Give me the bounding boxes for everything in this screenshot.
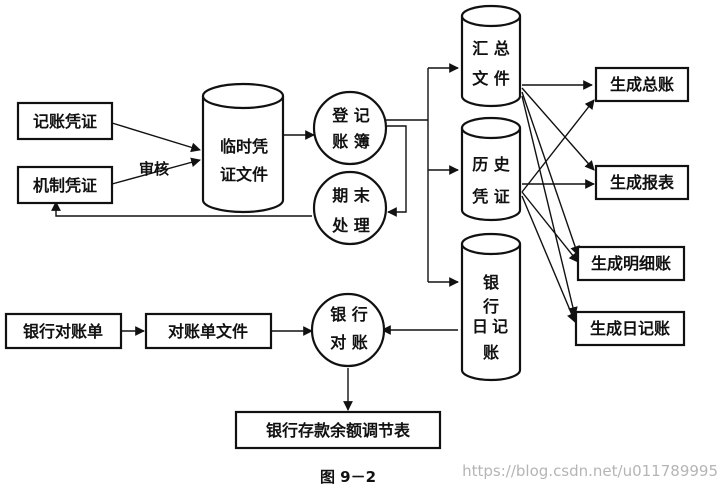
arrow-lishi-to-mingxi [521, 191, 579, 263]
label-shengcheng-rijizhang: 生成日记账 [590, 319, 670, 338]
process-yinhang-duizhang: 银 行 对 账 [310, 292, 386, 368]
label-qimo-line2: 处 理 [331, 216, 370, 235]
cylinder-linshi-pingzheng: 临时凭 证文件 [201, 82, 285, 214]
label-shenhe: 审核 [139, 160, 169, 178]
label-duizhangdan-wenjian: 对账单文件 [168, 322, 248, 341]
arrow-dengji-to-qimo [386, 125, 407, 217]
label-linshi-line1: 临时凭 [220, 137, 268, 156]
label-tiaojiebiao: 银行存款余额调节表 [266, 421, 411, 440]
label-shengcheng-zongzhang: 生成总账 [610, 75, 674, 94]
label-linshi-line2: 证文件 [220, 165, 268, 184]
box-jizhi-pingzheng: 机制凭证 [16, 165, 114, 205]
arrow-jizhi-to-linshi [111, 157, 201, 185]
cylinder-lishi-pingzheng: 历 史 凭 证 [460, 116, 522, 222]
box-shengcheng-mingxi: 生成明细账 [576, 245, 686, 282]
label-huizong-line1: 汇 总 [472, 39, 510, 58]
label-qimo-line1: 期 末 [332, 186, 371, 205]
arrow-qimo-to-jizhi [51, 201, 312, 217]
figure-caption: 图 9－2 [320, 468, 376, 486]
label-yinhangri-4: 记 [492, 317, 508, 336]
label-yinhang-duizhang-line2: 对 账 [330, 333, 368, 352]
box-jizhang-pingzheng: 记账凭证 [16, 101, 114, 141]
label-yinhang-duizhangdan: 银行对账单 [23, 322, 103, 341]
label-yinhangri-1: 银 [483, 273, 500, 292]
label-lishi-line2: 凭 证 [471, 187, 510, 206]
box-shengcheng-baobiao: 生成报表 [594, 164, 690, 201]
arrow-huizong-to-rijizhang [521, 95, 578, 317]
watermark: https://blog.csdn.net/u011789995 [462, 462, 718, 480]
arrow-lishi-to-rijizhang [521, 195, 577, 323]
cylinder-huizong-wenjian: 汇 总 文 件 [460, 4, 522, 108]
label-yinhangri-2: 行 [482, 297, 499, 316]
label-yinhangri-5: 账 [483, 343, 499, 362]
box-yinhang-duizhangdan: 银行对账单 [4, 312, 123, 350]
box-shengcheng-rijizhang: 生成日记账 [574, 310, 686, 347]
label-shengcheng-mingxi: 生成明细账 [591, 254, 671, 273]
label-jizhang-pingzheng: 记账凭证 [33, 112, 97, 131]
label-yinhangri-3: 日 [472, 317, 488, 336]
box-tiaojiebiao: 银行存款余额调节表 [234, 410, 442, 450]
box-shengcheng-zongzhang: 生成总账 [594, 66, 690, 103]
box-duizhangdan-wenjian: 对账单文件 [144, 312, 273, 350]
label-dengji-line2: 账 簿 [332, 132, 370, 151]
arrow-jizhang-to-linshi [111, 122, 201, 153]
arrow-huizong-to-baobiao [521, 87, 595, 171]
arrow-huizong-to-mingxi [521, 91, 580, 256]
arrow-lishi-to-zongzhang [521, 99, 595, 193]
process-dengji-zhangbu: 登 记 账 簿 [312, 90, 388, 166]
label-dengji-line1: 登 记 [331, 106, 370, 125]
label-lishi-line1: 历 史 [472, 155, 511, 174]
cylinder-yinhang-rijizhang: 银 行 日 记 账 [460, 232, 522, 382]
label-shengcheng-baobiao: 生成报表 [610, 173, 675, 192]
label-huizong-line2: 文 件 [472, 69, 510, 88]
process-qimo-chuli: 期 末 处 理 [312, 170, 388, 246]
label-yinhang-duizhang-line1: 银 行 [330, 305, 368, 324]
connectors [51, 63, 595, 411]
label-jizhi-pingzheng: 机制凭证 [33, 176, 97, 195]
